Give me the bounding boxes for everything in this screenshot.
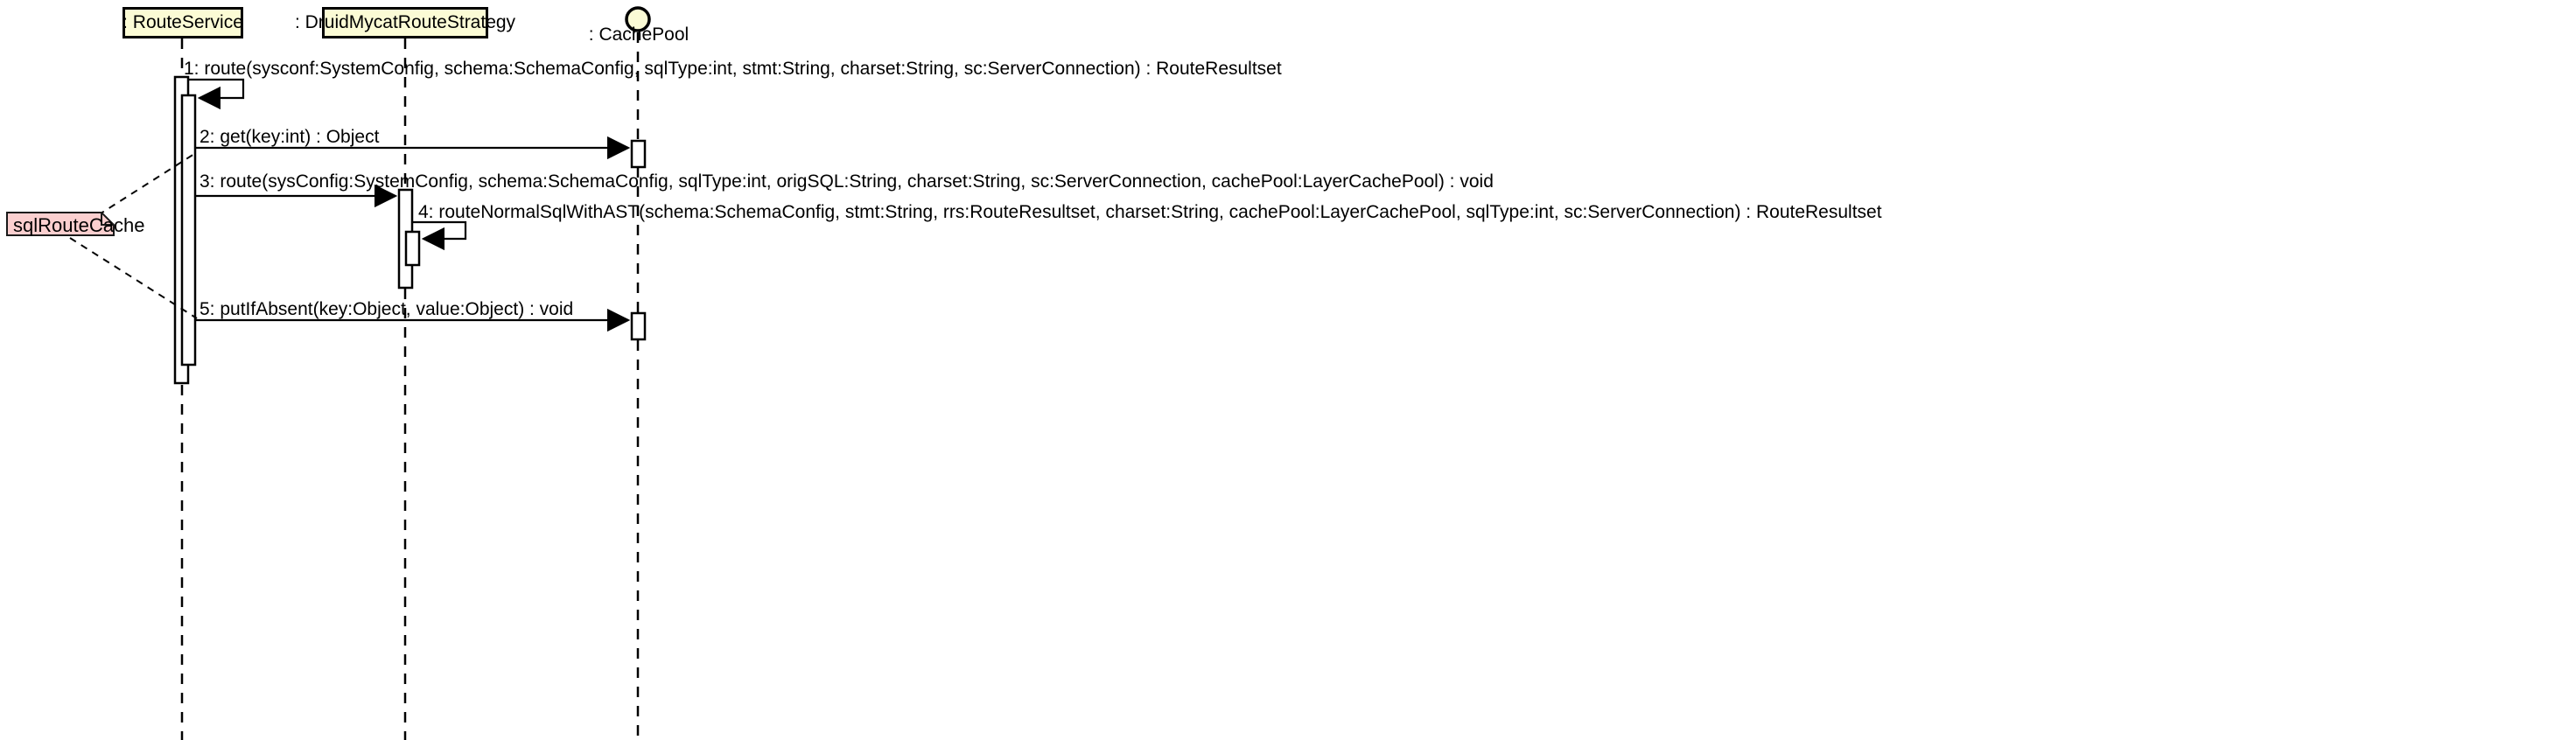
participant-routeservice[interactable]: : RouteService (122, 7, 243, 38)
note-body (6, 212, 115, 236)
message-4-arrow (412, 220, 467, 251)
activation-bars (173, 75, 647, 385)
message-4-label: 4: routeNormalSqlWithAST(schema:SchemaCo… (418, 202, 1882, 222)
note-sqlroutecache-shape (6, 212, 115, 236)
activation-cachepool-get (630, 139, 647, 169)
participant-cachepool-label: : CachePool (588, 24, 690, 45)
participant-routeservice-label: : RouteService (122, 12, 243, 32)
activation-cachepool-putifabsent (630, 311, 647, 341)
message-1-label: 1: route(sysconf:SystemConfig, schema:Sc… (184, 59, 1282, 79)
message-1-arrow (188, 78, 245, 110)
participant-druidmycatroutestrategy-label: : DruidMycatRouteStrategy (294, 12, 516, 32)
activation-druid-inner (404, 230, 421, 267)
message-arrows (188, 78, 631, 332)
participant-druidmycatroutestrategy[interactable]: : DruidMycatRouteStrategy (295, 7, 515, 38)
note-sqlroutecache-label[interactable]: sqlRouteCache (13, 214, 145, 236)
cachepool-circle-icon (625, 6, 651, 32)
message-5-label: 5: putIfAbsent(key:Object, value:Object)… (200, 299, 574, 319)
message-3-label: 3: route(sysConfig:SystemConfig, schema:… (200, 171, 1494, 192)
message-2-label: 2: get(key:int) : Object (200, 127, 380, 147)
note-connector-upper (97, 153, 195, 216)
activation-routeservice-inner (180, 94, 197, 367)
note-connectors (69, 153, 198, 319)
note-fold-icon (101, 213, 114, 226)
